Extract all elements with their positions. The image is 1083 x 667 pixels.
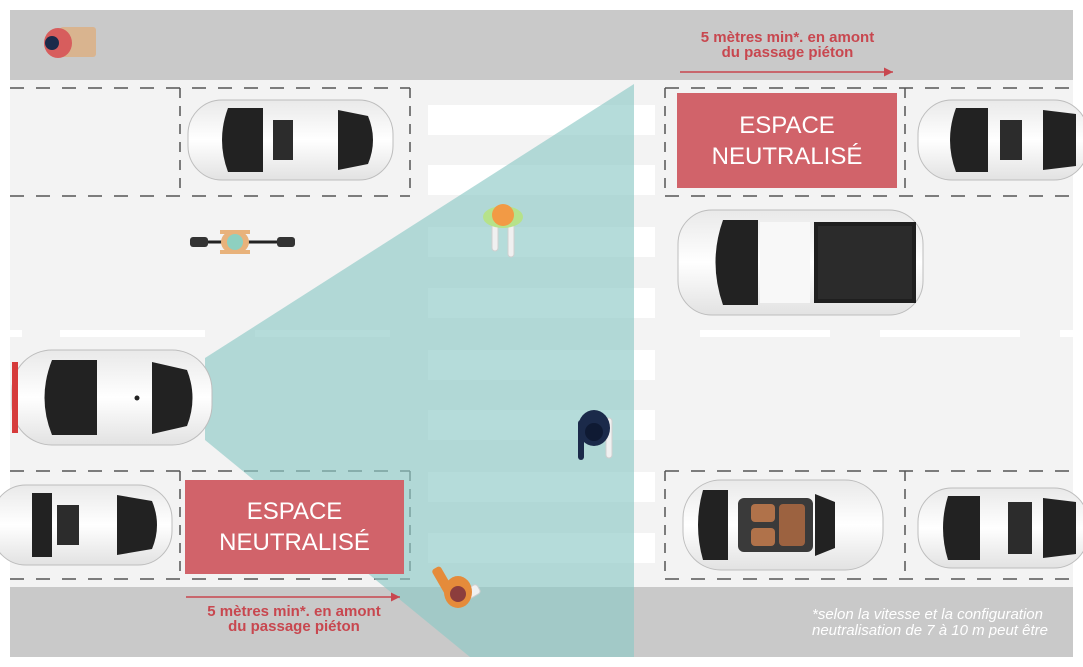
neutralized-zone-top: ESPACE NEUTRALISÉ [677, 93, 897, 188]
car-icon [11, 349, 213, 446]
distance-label-top: 5 mètres min*. en amont du passage piéto… [680, 30, 895, 60]
zone-line1: ESPACE [246, 498, 343, 525]
zone-line2: NEUTRALISÉ [219, 529, 370, 556]
distance-label-bottom: 5 mètres min*. en amont du passage piéto… [185, 604, 403, 634]
pedestrian-icon [483, 204, 523, 258]
distance-label-line2: du passage piéton [228, 618, 360, 635]
neutralized-zone-bottom: ESPACE NEUTRALISÉ [185, 480, 404, 574]
pickup-truck-icon [677, 209, 924, 316]
distance-label-line2: du passage piéton [721, 44, 854, 61]
delivery-person-icon [44, 27, 96, 58]
pedestrian-icon [578, 410, 613, 460]
pedestrian-icon [432, 566, 481, 608]
zone-line2: NEUTRALISÉ [711, 142, 863, 170]
car-icon [187, 99, 394, 181]
car-icon [917, 99, 1083, 181]
convertible-car-icon [682, 479, 884, 571]
footnote-line2: neutralisation de 7 à 10 m peut être [812, 622, 1048, 639]
footnote-line1: *selon la vitesse et la configuration [812, 606, 1043, 623]
zone-line1: ESPACE [739, 111, 835, 139]
car-icon [0, 484, 173, 566]
sidewalk-top [10, 10, 1073, 80]
cyclist-icon [190, 230, 295, 254]
car-icon [917, 487, 1083, 569]
distance-label-line1: 5 mètres min*. en amont [207, 603, 381, 620]
footnote: *selon la vitesse et la configuration ne… [812, 607, 1048, 639]
distance-label-line1: 5 mètres min*. en amont [700, 29, 875, 46]
